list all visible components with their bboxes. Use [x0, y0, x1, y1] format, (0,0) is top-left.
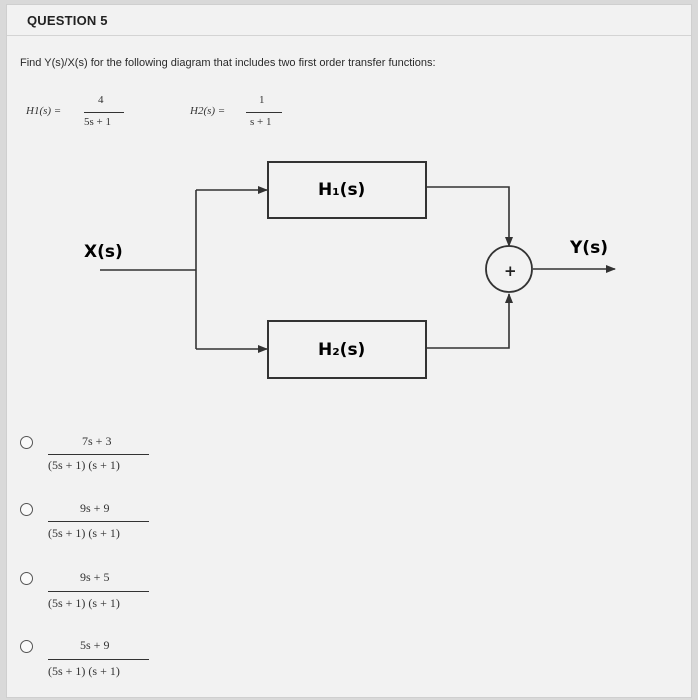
summer-plus-sign: +	[504, 262, 517, 280]
question-card: QUESTION 5	[6, 4, 692, 698]
option-2[interactable]: 9s + 9 (5s + 1) (s + 1)	[0, 501, 200, 553]
h1-lhs: H1(s) =	[26, 105, 62, 117]
question-header: QUESTION 5	[7, 5, 691, 36]
h1-block	[267, 161, 427, 219]
h1-numerator: 4	[98, 94, 104, 106]
radio-button[interactable]	[20, 640, 33, 653]
h2-output-arrow	[426, 293, 513, 349]
input-label: X(s)	[84, 242, 123, 262]
option-3-denominator: (5s + 1) (s + 1)	[48, 596, 120, 610]
h2-fraction-bar	[246, 112, 282, 113]
option-4-numerator: 5s + 9	[80, 638, 110, 652]
option-1-numerator: 7s + 3	[82, 434, 112, 448]
option-1-fraction-bar	[48, 454, 149, 455]
option-1-denominator: (5s + 1) (s + 1)	[48, 458, 120, 472]
h2-lhs: H2(s) =	[190, 105, 226, 117]
question-title: QUESTION 5	[27, 13, 108, 28]
h2-transfer-function: H2(s) = 1 s + 1	[190, 94, 300, 134]
h2-block	[267, 320, 427, 379]
h1-denominator: 5s + 1	[84, 116, 111, 128]
radio-button[interactable]	[20, 503, 33, 516]
option-2-fraction-bar	[48, 521, 149, 522]
h1-output-arrow	[426, 186, 513, 247]
option-3-fraction-bar	[48, 591, 149, 592]
option-3-numerator: 9s + 5	[80, 570, 110, 584]
option-4[interactable]: 5s + 9 (5s + 1) (s + 1)	[0, 638, 200, 690]
radio-button[interactable]	[20, 572, 33, 585]
option-4-denominator: (5s + 1) (s + 1)	[48, 664, 120, 678]
h1-block-label: H₁(s)	[318, 180, 365, 200]
question-prompt: Find Y(s)/X(s) for the following diagram…	[20, 57, 436, 69]
radio-button[interactable]	[20, 436, 33, 449]
h2-block-label: H₂(s)	[318, 340, 365, 360]
option-2-numerator: 9s + 9	[80, 501, 110, 515]
h1-fraction-bar	[84, 112, 124, 113]
option-2-denominator: (5s + 1) (s + 1)	[48, 526, 120, 540]
summing-junction	[485, 245, 533, 293]
h2-numerator: 1	[259, 94, 265, 106]
h2-denominator: s + 1	[250, 116, 272, 128]
option-1[interactable]: 7s + 3 (5s + 1) (s + 1)	[0, 430, 200, 480]
h1-transfer-function: H1(s) = 4 5s + 1	[26, 94, 136, 134]
option-4-fraction-bar	[48, 659, 149, 660]
option-3[interactable]: 9s + 5 (5s + 1) (s + 1)	[0, 570, 200, 622]
output-label: Y(s)	[569, 238, 608, 258]
